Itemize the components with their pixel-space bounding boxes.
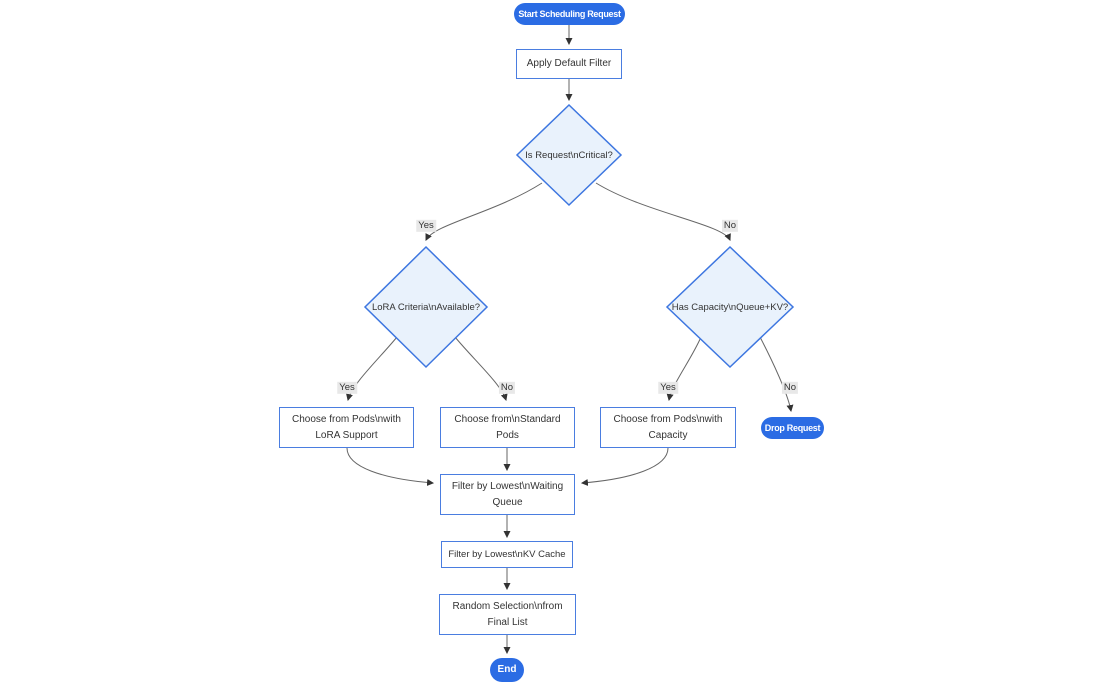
node-filter-waiting-queue: Filter by Lowest\nWaiting Queue [440,474,575,515]
node-end: End [490,658,524,682]
edge-choose-capacity-to-filter-queue [580,447,669,487]
node-choose-capacity-pods: Choose from Pods\nwith Capacity [600,407,736,448]
node-drop-request: Drop Request [761,417,824,439]
decision-shape-has-capacity [665,245,795,369]
edge-label-capacity-no: No [781,381,799,395]
node-apply-default-filter: Apply Default Filter [516,49,622,79]
edge-choose-lora-to-filter-queue [346,447,435,487]
edge-label-critical-yes: Yes [416,219,436,233]
edge-label-lora-yes: Yes [337,381,357,395]
node-start: Start Scheduling Request [514,3,625,25]
node-filter-kv-cache: Filter by Lowest\nKV Cache [441,541,573,568]
edge-label-capacity-yes: Yes [658,381,678,395]
decision-shape-is-critical [515,103,623,207]
edge-capacity-yes [666,336,702,402]
edge-capacity-no [759,336,794,413]
node-is-request-critical: Is Request\nCritical? [525,149,613,161]
node-lora-criteria-available: LoRA Criteria\nAvailable? [371,301,481,313]
node-choose-lora-pods: Choose from Pods\nwith LoRA Support [279,407,414,448]
edge-lora-no [454,336,508,402]
decision-shape-lora-criteria [363,245,489,369]
edge-is-critical-yes [425,182,543,241]
node-random-selection: Random Selection\nfrom Final List [439,594,576,635]
edge-is-critical-no [595,182,731,241]
edge-label-lora-no: No [498,381,516,395]
edge-lora-yes [346,336,398,402]
node-choose-standard-pods: Choose from\nStandard Pods [440,407,575,448]
edge-label-critical-no: No [721,219,739,233]
node-has-capacity-queue-kv: Has Capacity\nQueue+KV? [671,301,789,313]
